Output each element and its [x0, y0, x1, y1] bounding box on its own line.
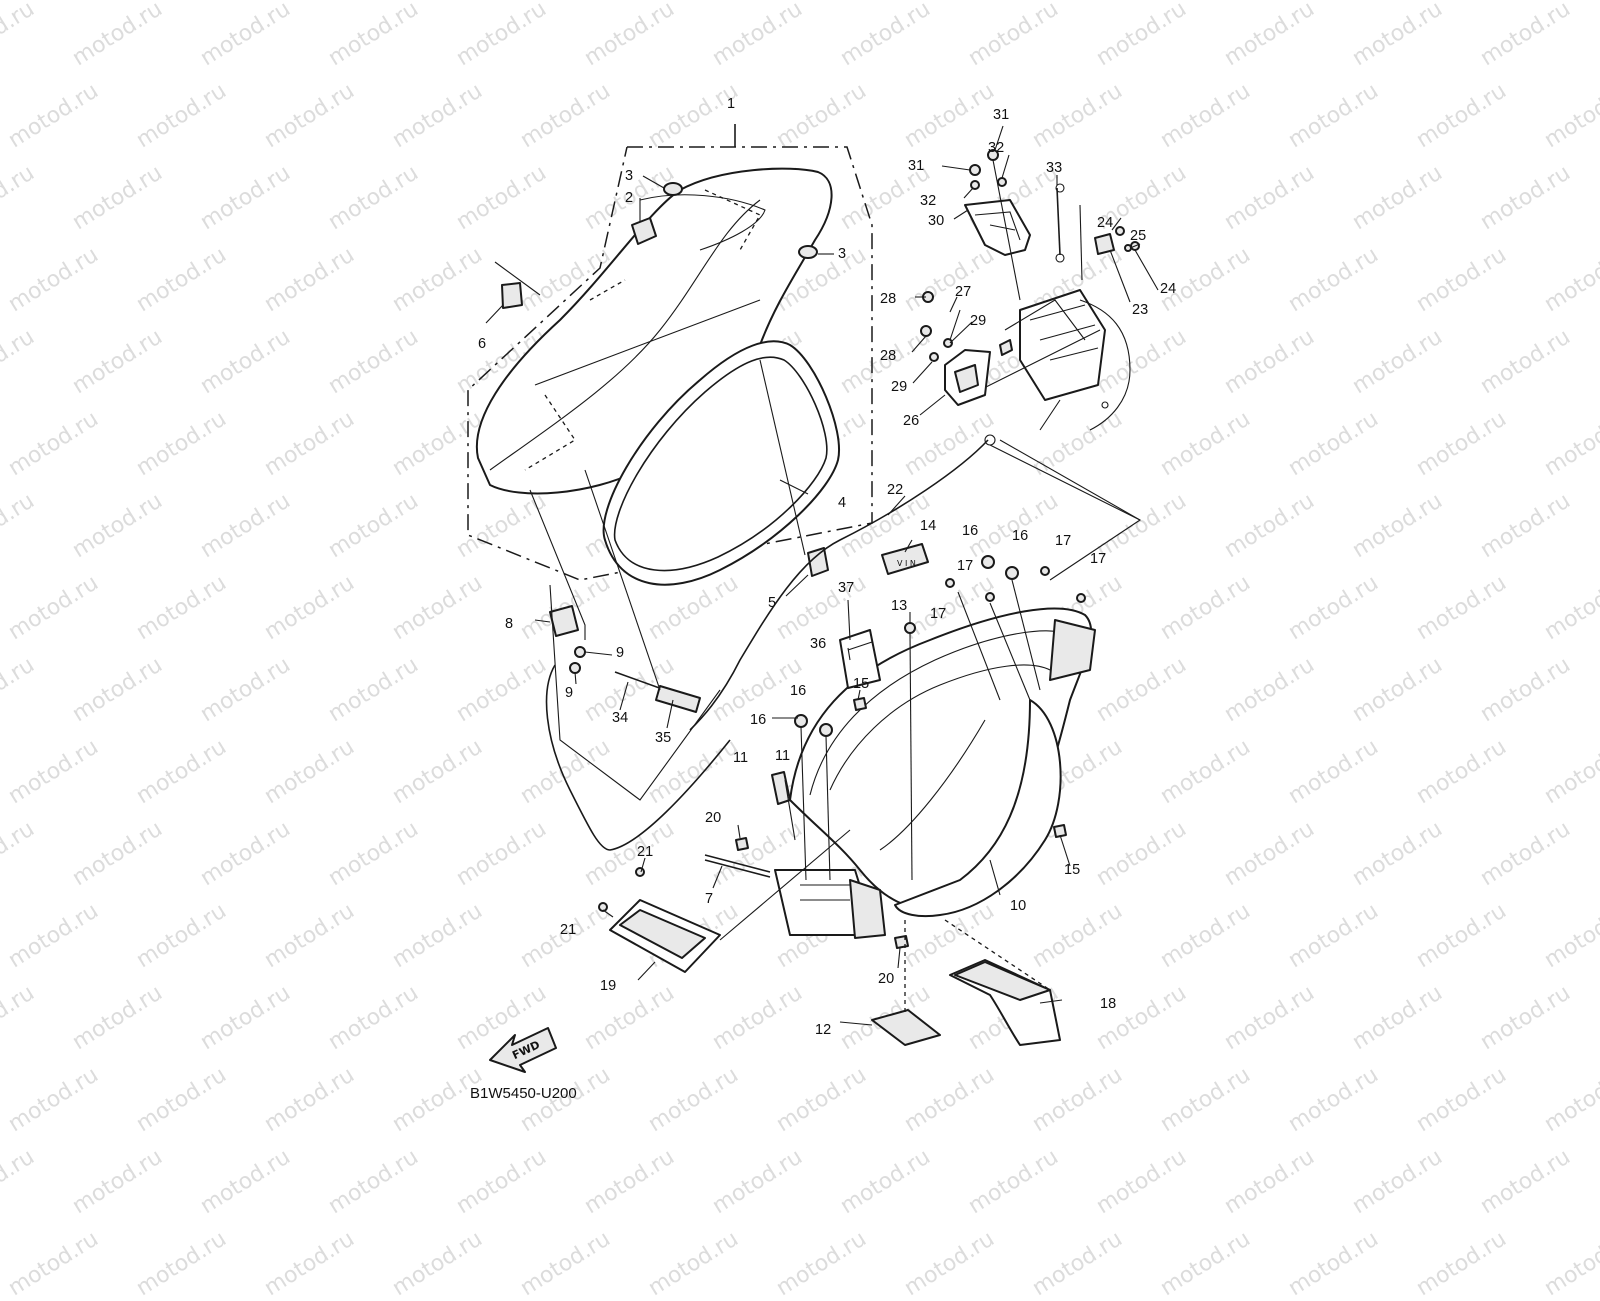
vin-plate-part-14: V I N	[881, 543, 929, 575]
bolts-16-17	[794, 555, 1086, 881]
label-part-36-37	[839, 629, 881, 689]
rod-part-7	[704, 854, 771, 873]
callout-31: 31	[993, 107, 1009, 123]
watermark-text: motod.ru	[1284, 1226, 1383, 1301]
callout-3: 3	[838, 246, 846, 262]
seat-seal	[602, 340, 841, 586]
callout-11: 11	[775, 748, 790, 764]
callout-16: 16	[1012, 528, 1028, 544]
callout-36: 36	[810, 636, 826, 652]
callout-31: 31	[908, 158, 924, 174]
callout-16: 16	[962, 523, 978, 539]
callout-1: 1	[727, 96, 735, 112]
callout-2: 2	[625, 190, 633, 206]
callout-25: 25	[1130, 228, 1146, 244]
callout-16: 16	[790, 683, 806, 699]
callout-4: 4	[838, 495, 846, 511]
callout-27: 27	[955, 284, 971, 300]
callout-23: 23	[1132, 302, 1148, 318]
callout-8: 8	[505, 616, 513, 632]
watermark-text: motod.ru	[516, 1226, 615, 1301]
clip-part-6	[501, 282, 523, 309]
callout-leaders	[485, 125, 1159, 1026]
callout-18: 18	[1100, 996, 1116, 1012]
watermark-text: motod.ru	[1412, 1226, 1511, 1301]
parts-diagram: V I N	[467, 96, 1176, 1073]
diagram-code: B1W5450-U200	[470, 1085, 577, 1102]
callout-15: 15	[1064, 862, 1080, 878]
latch-part-8	[549, 605, 586, 674]
svg-text:V I N: V I N	[897, 559, 916, 568]
callout-34: 34	[612, 710, 628, 726]
bracket-part-5	[807, 547, 829, 577]
callout-21: 21	[560, 922, 576, 938]
callout-3: 3	[625, 168, 633, 184]
callout-29: 29	[970, 313, 986, 329]
callout-19: 19	[600, 978, 616, 994]
bracket-part-30	[964, 199, 1031, 256]
callout-6: 6	[478, 336, 486, 352]
callout-9: 9	[565, 685, 573, 701]
callout-35: 35	[655, 730, 671, 746]
callout-17: 17	[1090, 551, 1106, 567]
callout-17: 17	[1055, 533, 1071, 549]
callout-labels: 1 2 3 3 4 5 6 7 8 9 9 10 11 11 12 13 14 …	[478, 96, 1176, 1038]
bracket-part-23	[1094, 233, 1115, 255]
callout-26: 26	[903, 413, 919, 429]
callout-9: 9	[616, 645, 624, 661]
callout-11: 11	[733, 750, 748, 766]
callout-33: 33	[1046, 160, 1062, 176]
callout-24: 24	[1097, 215, 1113, 231]
seat-lock-cable	[689, 439, 989, 731]
callout-14: 14	[920, 518, 936, 534]
callout-15: 15	[853, 676, 869, 692]
callout-24: 24	[1160, 281, 1176, 297]
callout-37: 37	[838, 580, 854, 596]
callout-32: 32	[920, 193, 936, 209]
callout-16: 16	[750, 712, 766, 728]
latch-part-26	[944, 349, 991, 406]
callout-30: 30	[928, 213, 944, 229]
pin-parts-34-35	[614, 671, 701, 713]
callout-21: 21	[637, 844, 653, 860]
callout-28: 28	[880, 348, 896, 364]
callout-13: 13	[891, 598, 907, 614]
strip-part-11	[771, 771, 791, 805]
callout-7: 7	[705, 891, 713, 907]
fwd-arrow: FWD	[489, 1027, 557, 1073]
storage-box	[774, 607, 1096, 939]
nut-part-20	[735, 837, 749, 851]
callout-10: 10	[1010, 898, 1026, 914]
callout-5: 5	[768, 595, 776, 611]
callout-20: 20	[878, 971, 894, 987]
tray-part-19	[598, 867, 721, 973]
lock-mechanism	[959, 289, 1131, 431]
watermark-text: motod.ru	[772, 1226, 871, 1301]
watermark-text: motod.ru	[1028, 1226, 1127, 1301]
watermark-text: motod.ru	[4, 1226, 103, 1301]
cover-part-18	[949, 959, 1061, 1046]
callout-12: 12	[815, 1022, 831, 1038]
callout-29: 29	[891, 379, 907, 395]
watermark-text: motod.ru	[1156, 1226, 1255, 1301]
callout-20: 20	[705, 810, 721, 826]
callout-32: 32	[988, 140, 1004, 156]
callout-22: 22	[887, 482, 903, 498]
rod-part-33	[1056, 187, 1061, 256]
callout-17: 17	[957, 558, 973, 574]
watermark-text: motod.ru	[260, 1226, 359, 1301]
watermark-text: motod.ru	[132, 1226, 231, 1301]
pad-part-12	[871, 1009, 941, 1046]
plug-part-13	[904, 622, 916, 634]
watermark-text: motod.ru	[644, 1226, 743, 1301]
callout-17: 17	[930, 606, 946, 622]
watermark-text: motod.ru	[1540, 1226, 1600, 1301]
watermark-text: motod.ru	[900, 1226, 999, 1301]
seat-group-outline	[467, 124, 873, 581]
callout-28: 28	[880, 291, 896, 307]
watermark-text: motod.ru	[388, 1226, 487, 1301]
